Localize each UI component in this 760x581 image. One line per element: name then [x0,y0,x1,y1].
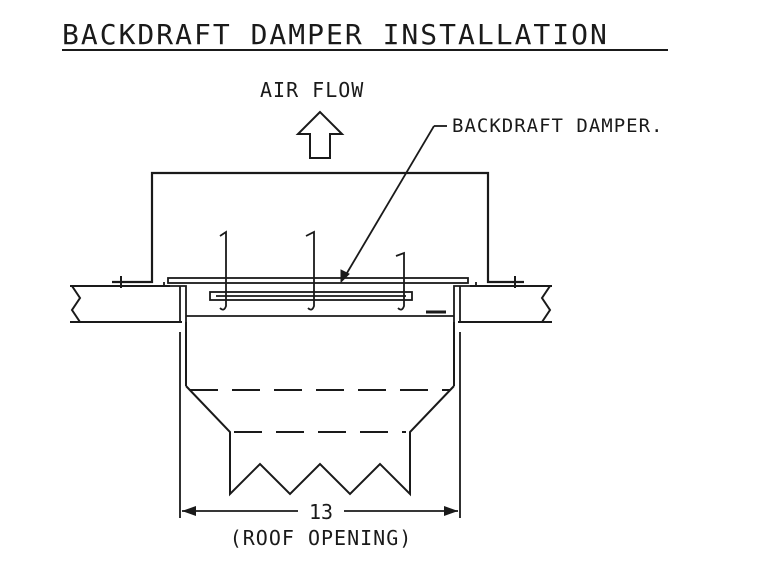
air-flow-label: AIR FLOW [260,78,364,102]
damper-callout-label: BACKDRAFT DAMPER. [452,115,663,137]
dimension-arrow-left [182,506,196,516]
diagram-title: BACKDRAFT DAMPER INSTALLATION [62,18,609,51]
dimension-value: 13 [309,500,333,524]
callout-leader [343,125,447,279]
roof-deck-left [70,285,182,323]
roof-curb [163,282,477,322]
damper-blades [219,230,405,311]
dimension-line [179,332,461,518]
up-arrow-icon [295,110,345,159]
dimension-arrow-right [444,506,458,516]
roof-curb-hood [112,171,524,284]
damper-frame [167,277,469,314]
duct-throat [185,322,455,497]
roof-deck-right [458,285,552,323]
dimension-note: (ROOF OPENING) [230,526,413,550]
